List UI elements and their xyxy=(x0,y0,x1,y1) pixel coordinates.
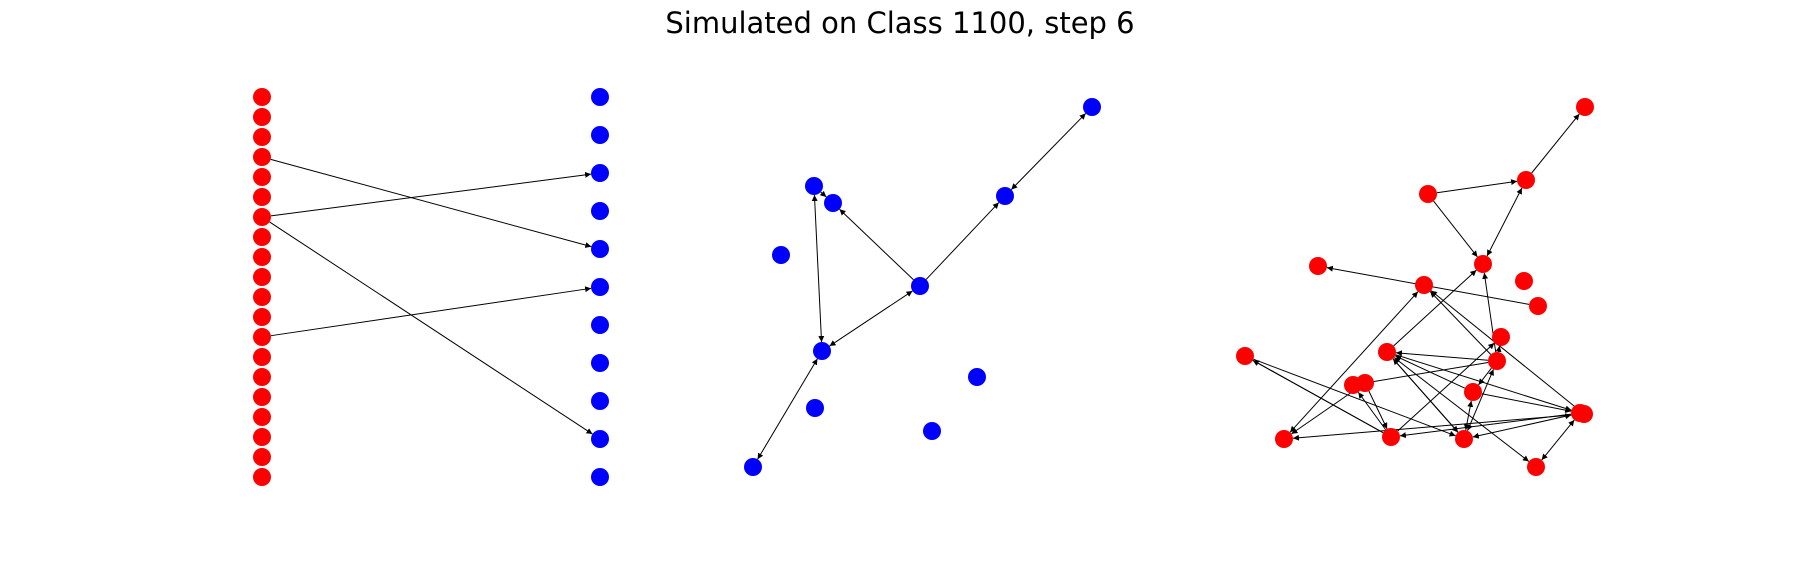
red-graph-node xyxy=(1576,98,1594,116)
bipartite-left-node xyxy=(253,468,271,486)
red-graph-edge xyxy=(1368,390,1388,430)
blue-graph-node xyxy=(923,422,941,440)
red-graph-edge xyxy=(1393,357,1530,462)
bipartite-left-node xyxy=(253,408,271,426)
bipartite-left-node xyxy=(253,448,271,466)
bipartite-left-node xyxy=(253,88,271,106)
blue-graph-node xyxy=(806,399,824,417)
red-graph-edge xyxy=(1252,359,1384,434)
bipartite-right-node xyxy=(591,278,609,296)
red-graph-node xyxy=(1419,185,1437,203)
bipartite-right-node xyxy=(591,240,609,258)
red-graph-node xyxy=(1236,347,1254,365)
red-graph-node xyxy=(1275,430,1293,448)
figure-title: Simulated on Class 1100, step 6 xyxy=(665,6,1135,40)
bipartite-left-node xyxy=(253,268,271,286)
red-graph-node xyxy=(1378,343,1396,361)
red-graph-edge xyxy=(1291,387,1358,435)
red-graph-node xyxy=(1492,328,1510,346)
red-graph-edge xyxy=(1289,291,1419,433)
bipartite-right-node xyxy=(591,126,609,144)
bipartite-left-node xyxy=(253,428,271,446)
bipartite-left-node xyxy=(253,108,271,126)
red-graph-edge xyxy=(1393,269,1477,347)
red-graph-edge xyxy=(1541,419,1575,461)
blue-graph-edge xyxy=(811,194,825,343)
red-graph-node xyxy=(1474,255,1492,273)
red-graph-node xyxy=(1464,383,1482,401)
bipartite-right-node xyxy=(591,316,609,334)
red-graph-edge xyxy=(1429,291,1492,355)
red-graph-node xyxy=(1517,171,1535,189)
red-graph-node xyxy=(1415,276,1433,294)
bipartite-edge xyxy=(270,158,592,248)
red-graph-node xyxy=(1488,352,1506,370)
blue-graph-node xyxy=(744,458,762,476)
red-graph-node xyxy=(1382,428,1400,446)
bipartite-left-node xyxy=(253,128,271,146)
bipartite-right-node xyxy=(591,430,609,448)
bipartite-right-node xyxy=(591,164,609,182)
red-graph-edge xyxy=(1430,290,1578,409)
red-graph-edge xyxy=(1394,355,1466,389)
bipartite-left-node xyxy=(253,168,271,186)
blue-graph-edge xyxy=(757,358,818,460)
blue-graph-node xyxy=(1083,98,1101,116)
red-graph-node xyxy=(1344,376,1362,394)
red-graph-node xyxy=(1571,404,1589,422)
red-graph-node xyxy=(1455,430,1473,448)
bipartite-left-node xyxy=(253,348,271,366)
bipartite-left-node xyxy=(253,308,271,326)
bipartite-edge xyxy=(270,286,592,337)
bipartite-right-node xyxy=(591,354,609,372)
blue-graph-node xyxy=(911,277,929,295)
red-graph-edge xyxy=(1481,393,1572,414)
red-graph-edge xyxy=(1495,345,1502,353)
bipartite-left-node xyxy=(253,368,271,386)
bipartite-edge xyxy=(269,221,593,435)
bipartite-left-node xyxy=(253,208,271,226)
red-graph-node xyxy=(1529,297,1547,315)
red-graph-node xyxy=(1515,272,1533,290)
blue-graph-node xyxy=(813,342,831,360)
blue-graph-edge xyxy=(839,208,914,281)
bipartite-left-node xyxy=(253,288,271,306)
bipartite-right-node xyxy=(591,88,609,106)
blue-graph-node xyxy=(968,368,986,386)
blue-graph-edge xyxy=(925,202,1000,280)
red-graph-edge xyxy=(1292,414,1576,441)
red-graph-node xyxy=(1527,458,1545,476)
red-graph-node xyxy=(1309,257,1327,275)
blue-graph-node xyxy=(772,246,790,264)
nodes-layer xyxy=(253,88,1594,486)
bipartite-left-node xyxy=(253,388,271,406)
red-graph-edge xyxy=(1253,358,1456,437)
blue-graph-edge xyxy=(819,190,827,198)
red-graph-edge xyxy=(1531,113,1580,174)
red-graph-edge xyxy=(1395,354,1572,412)
red-graph-edge xyxy=(1472,413,1572,439)
blue-graph-edge xyxy=(1010,113,1087,190)
red-graph-edge xyxy=(1436,179,1518,194)
bipartite-right-node xyxy=(591,202,609,220)
bipartite-left-node xyxy=(253,148,271,166)
blue-graph-node xyxy=(805,177,823,195)
red-graph-edge xyxy=(1486,187,1523,257)
red-graph-edge xyxy=(1433,200,1478,258)
bipartite-left-node xyxy=(253,328,271,346)
bipartite-left-node xyxy=(253,188,271,206)
bipartite-left-node xyxy=(253,248,271,266)
bipartite-edge xyxy=(270,171,592,217)
edges-layer xyxy=(269,113,1580,462)
red-graph-edge xyxy=(1478,367,1492,386)
bipartite-left-node xyxy=(253,228,271,246)
blue-graph-edge xyxy=(829,290,913,347)
blue-graph-node xyxy=(824,194,842,212)
bipartite-right-node xyxy=(591,392,609,410)
bipartite-right-node xyxy=(591,468,609,486)
blue-graph-node xyxy=(996,187,1014,205)
